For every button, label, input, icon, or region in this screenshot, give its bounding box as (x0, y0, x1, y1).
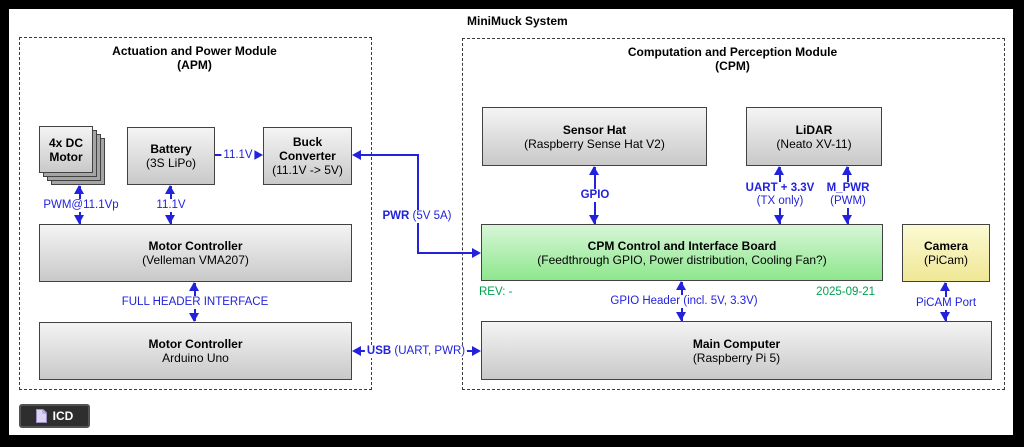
camera-sublabel: (PiCam) (924, 253, 968, 267)
cpm-board-date: 2025-09-21 (816, 286, 875, 298)
pwr-arrowhead-left-icon (352, 150, 361, 160)
full-header-arrowhead-down-icon (189, 313, 199, 322)
block-battery: Battery (3S LiPo) (127, 127, 215, 185)
battery-label: Battery (150, 142, 192, 156)
uart-arrowhead-up-icon (774, 166, 784, 175)
pwm-arrowhead-down-icon (74, 215, 84, 224)
icd-attachment-badge[interactable]: ICD (19, 404, 90, 428)
battery-sublabel: (3S LiPo) (145, 156, 197, 170)
battery-feed-arrowhead-up-icon (165, 185, 175, 194)
apm-subtitle-line: (APM) (177, 58, 212, 72)
apm-title-line: Actuation and Power Module (112, 44, 277, 58)
diagram-canvas: MiniMuck System Actuation and Power Modu… (9, 9, 1013, 435)
picam-label: PiCAM Port (913, 297, 979, 310)
cpm-subtitle-line: (CPM) (715, 59, 750, 73)
full-header-arrowhead-up-icon (189, 282, 199, 291)
arduino-label: Motor Controller (148, 337, 243, 351)
pwr-arrowhead-right-icon (472, 248, 481, 258)
motor-controller-sublabel: (Velleman VMA207) (142, 253, 249, 267)
cpm-title-line: Computation and Perception Module (627, 45, 838, 59)
pwm-arrowhead-up-icon (74, 185, 84, 194)
usb-label: USB (UART, PWR) (364, 345, 468, 358)
usb-arrowhead-left-icon (352, 346, 361, 356)
block-arduino: Motor Controller Arduino Uno (39, 322, 352, 380)
main-computer-sublabel: (Raspberry Pi 5) (692, 350, 781, 365)
block-sensor-hat: Sensor Hat (Raspberry Sense Hat V2) (482, 107, 707, 166)
sensor-hat-sublabel: (Raspberry Sense Hat V2) (524, 136, 665, 151)
pwr-line-vertical (417, 154, 419, 253)
gpio-label: GPIO (578, 189, 612, 202)
buck-label-1: Buck (292, 135, 323, 149)
mpwr-arrowhead-up-icon (842, 166, 852, 175)
full-header-label: FULL HEADER INTERFACE (119, 296, 271, 309)
cpm-board-label: CPM Control and Interface Board (587, 238, 777, 253)
main-computer-label: Main Computer (692, 336, 781, 351)
cpm-group-box (462, 38, 1005, 390)
camera-label: Camera (923, 239, 969, 253)
buck-input-voltage-label: 11.1V (221, 149, 255, 162)
sensor-hat-label: Sensor Hat (562, 122, 627, 137)
lidar-label: LiDAR (795, 122, 833, 137)
pwr-label: PWR (5V 5A) (380, 210, 454, 223)
buck-label-2: Converter (279, 149, 336, 163)
document-icon (35, 409, 47, 423)
block-cpm-board: CPM Control and Interface Board (Feedthr… (481, 224, 883, 281)
apm-group-box (19, 37, 372, 390)
arduino-sublabel: Arduino Uno (162, 351, 229, 365)
block-lidar: LiDAR (Neato XV-11) (746, 107, 882, 166)
picam-arrowhead-up-icon (940, 282, 950, 291)
pwr-line-bottom (417, 252, 474, 254)
system-title: MiniMuck System (467, 14, 568, 28)
battery-feed-arrowhead-down-icon (165, 215, 175, 224)
pwm-label: PWM@11.1Vp (41, 199, 121, 212)
usb-arrowhead-right-icon (472, 346, 481, 356)
motor-controller-label: Motor Controller (148, 239, 243, 253)
block-main-computer: Main Computer (Raspberry Pi 5) (481, 321, 992, 380)
gpio-arrowhead-down-icon (589, 215, 599, 224)
dc-motors-label-1: 4x DC (48, 135, 83, 150)
block-dc-motors: 4x DC Motor (39, 126, 93, 173)
mpwr-arrowhead-down-icon (842, 215, 852, 224)
buck-sublabel: (11.1V -> 5V) (272, 163, 343, 177)
block-motor-controller: Motor Controller (Velleman VMA207) (39, 224, 352, 282)
block-camera: Camera (PiCam) (902, 224, 990, 282)
gpio-arrowhead-up-icon (589, 166, 599, 175)
battery-buck-arrowhead-icon (254, 150, 263, 160)
icd-badge-label: ICD (52, 409, 74, 423)
apm-group-title: Actuation and Power Module (APM) (19, 44, 370, 72)
dc-motors-label-2: Motor (49, 149, 83, 164)
pwr-line-top (359, 154, 419, 156)
battery-voltage-label: 11.1V (154, 199, 188, 212)
block-buck-converter: Buck Converter (11.1V -> 5V) (263, 127, 352, 185)
gpio-header-arrowhead-down-icon (676, 312, 686, 321)
cpm-board-sublabel: (Feedthrough GPIO, Power distribution, C… (537, 252, 827, 267)
lidar-sublabel: (Neato XV-11) (776, 136, 852, 151)
gpio-header-arrowhead-up-icon (676, 281, 686, 290)
cpm-board-rev: REV: - (479, 286, 513, 298)
mpwr-label: M_PWR(PWM) (824, 182, 872, 208)
uart-arrowhead-down-icon (774, 215, 784, 224)
cpm-group-title: Computation and Perception Module (CPM) (462, 45, 1003, 73)
uart-label: UART + 3.3V(TX only) (743, 182, 817, 208)
picam-arrowhead-down-icon (940, 312, 950, 321)
gpio-header-label: GPIO Header (incl. 5V, 3.3V) (608, 295, 760, 308)
